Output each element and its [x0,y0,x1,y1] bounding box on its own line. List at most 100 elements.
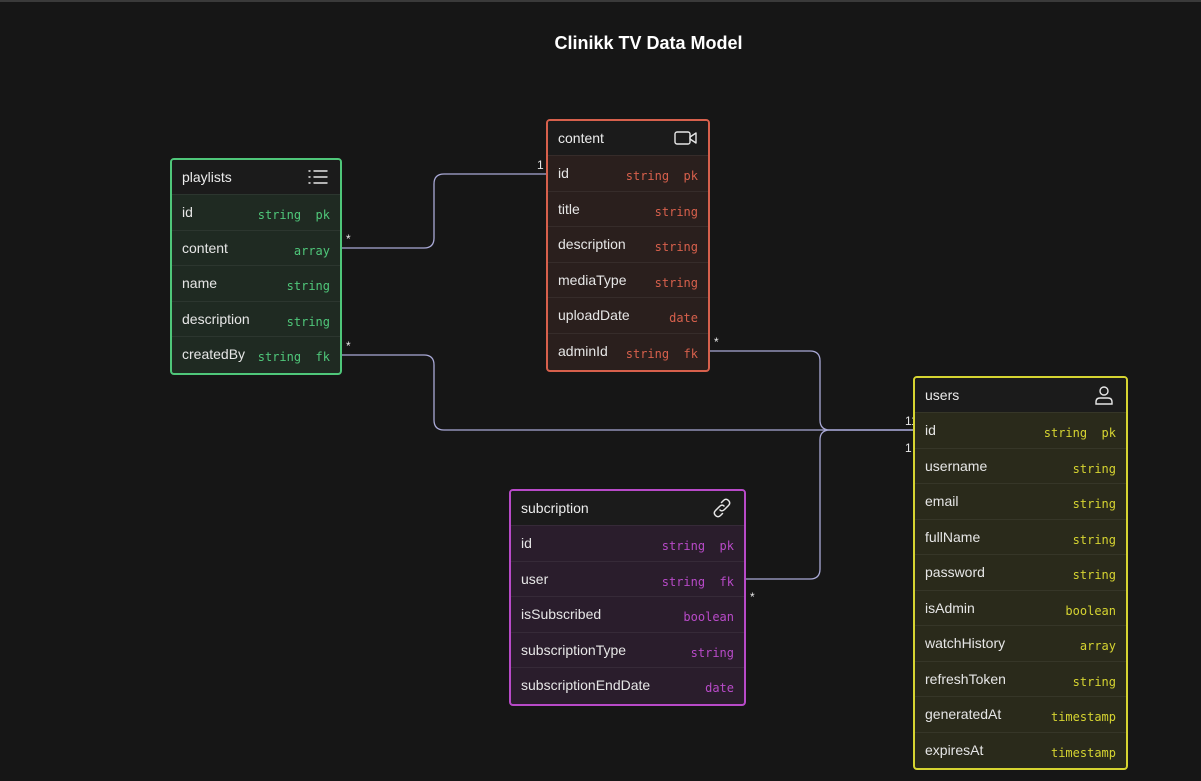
field-name: user [521,570,549,587]
entity-header[interactable]: content [548,121,708,155]
list-icon [308,170,328,184]
entity-title: users [925,387,960,403]
field-type: timestamp [1050,710,1116,725]
field-name: refreshToken [925,670,1006,687]
field-type: string fk [625,346,698,361]
field-type: string [654,240,698,255]
field-type: string [654,204,698,219]
entity-title: content [558,130,604,146]
field-row-fullName[interactable]: fullName string [915,518,1126,555]
field-row-isAdmin[interactable]: isAdmin boolean [915,589,1126,626]
video-camera-icon [674,131,697,145]
field-row-createdBy[interactable]: createdBy string fk [172,336,340,372]
field-name: createdBy [182,346,246,363]
field-name: watchHistory [925,635,1006,652]
field-row-uploadDate[interactable]: uploadDate date [548,297,708,333]
field-type: string [1072,461,1116,476]
field-name: content [182,239,228,256]
field-row-refreshToken[interactable]: refreshToken string [915,660,1126,697]
field-row-title[interactable]: title string [548,190,708,227]
field-row-id[interactable]: id string pk [511,525,744,561]
field-name: fullName [925,528,981,545]
field-type: string [286,279,330,294]
field-type: string pk [625,169,698,184]
field-name: email [925,493,959,510]
field-row-adminId[interactable]: adminId string fk [548,332,708,369]
user-icon [1095,386,1113,405]
entity-subcription[interactable]: subcription id string pk user string fk isSu… [509,489,746,706]
field-name: description [558,236,626,253]
field-name: expiresAt [925,741,984,758]
field-row-username[interactable]: username string [915,447,1126,484]
field-row-generatedAt[interactable]: generatedAt timestamp [915,696,1126,732]
connector-subcription-users [745,429,914,580]
field-type: string [1072,674,1116,689]
field-name: id [182,204,193,221]
field-type: string fk [661,574,734,589]
field-row-expiresAt[interactable]: expiresAt timestamp [915,731,1126,768]
connector-playlists-content [341,173,548,249]
field-row-description[interactable]: description string [548,226,708,262]
field-type: string fk [257,350,330,365]
field-name: adminId [558,342,608,359]
field-name: isAdmin [925,599,975,616]
field-row-isSubscribed[interactable]: isSubscribed boolean [511,596,744,632]
connector-content-users [709,350,914,431]
entity-header[interactable]: subcription [511,491,744,525]
field-row-email[interactable]: email string [915,483,1126,519]
cardinality-one: 1 [905,441,912,455]
cardinality-many: * [346,339,351,353]
cardinality-one: 1 [905,414,912,428]
field-row-id[interactable]: id string pk [172,194,340,230]
cardinality-many: * [346,232,351,246]
field-name: subscriptionType [521,641,627,658]
entity-header[interactable]: playlists [172,160,340,194]
field-type: date [705,681,734,696]
field-name: title [558,200,580,217]
field-row-user[interactable]: user string fk [511,560,744,597]
field-name: id [925,422,936,439]
field-name: uploadDate [558,307,630,324]
cardinality-one: 1 [537,158,544,172]
field-name: description [182,310,250,327]
field-name: username [925,457,988,474]
entity-title: playlists [182,169,232,185]
field-row-description[interactable]: description string [172,300,340,337]
entity-header[interactable]: users [915,378,1126,412]
top-border [0,0,1201,2]
field-name: mediaType [558,271,627,288]
field-row-watchHistory[interactable]: watchHistory array [915,625,1126,661]
field-type: string [1072,497,1116,512]
field-row-subscriptionEndDate[interactable]: subscriptionEndDate date [511,667,744,703]
entity-users[interactable]: users id string pk username string email stri… [913,376,1128,770]
cardinality-many: * [750,590,755,604]
field-name: id [521,535,532,552]
field-row-id[interactable]: id string pk [915,412,1126,448]
diagram-title: Clinikk TV Data Model [554,33,743,53]
field-type: array [1079,639,1116,654]
field-type: boolean [683,610,734,625]
link-icon [713,498,731,518]
field-type: string pk [1043,426,1116,441]
field-type: date [669,311,698,326]
field-name: password [925,564,985,581]
field-name: isSubscribed [521,606,602,623]
field-type: boolean [1065,603,1116,618]
field-name: generatedAt [925,706,1002,723]
field-type: string pk [661,539,734,554]
field-type: timestamp [1050,745,1116,760]
field-row-password[interactable]: password string [915,554,1126,590]
field-name: subscriptionEndDate [521,677,651,694]
field-type: string [1072,568,1116,583]
field-type: string pk [257,208,330,223]
field-type: string [1072,532,1116,547]
cardinality-many: * [714,335,719,349]
field-type: string [286,314,330,329]
